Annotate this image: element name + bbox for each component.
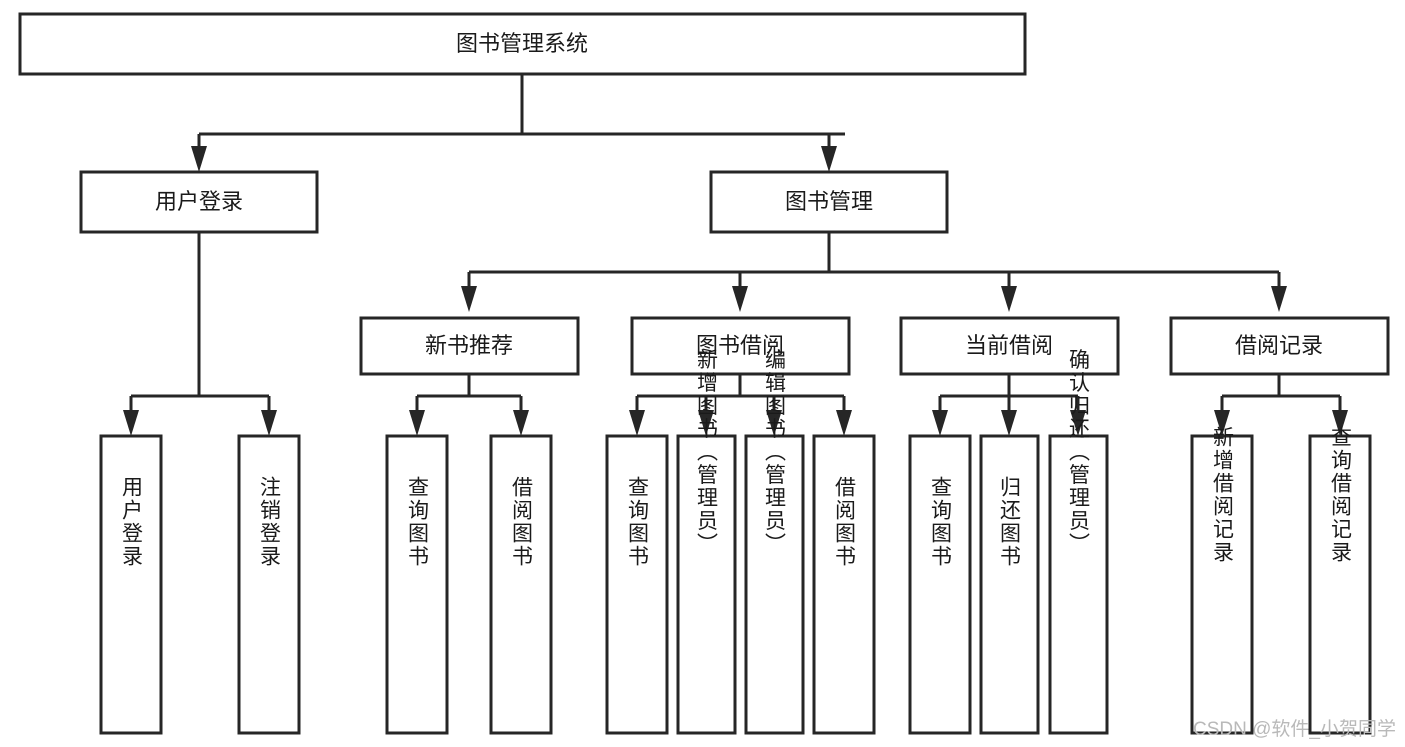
leaf-node-borrow-book-1-label: 借阅图书 [510, 476, 534, 568]
leaf-node-user-login[interactable]: 用户登录 [99, 434, 163, 735]
leaf-node-edit-book-box[interactable] [744, 434, 805, 735]
node-new-book-recommend-label: 新书推荐 [425, 333, 513, 358]
leaf-node-user-login-label: 用户登录 [120, 476, 144, 568]
arrow-head-leaf-confirm-return [1070, 410, 1086, 436]
connector-group-borrow-record [1214, 374, 1348, 436]
leaf-node-query-book-3[interactable]: 查询图书 [908, 434, 972, 735]
leaf-node-return-book[interactable]: 归还图书 [979, 434, 1040, 735]
leaf-node-query-book-2-label: 查询图书 [626, 476, 650, 568]
connector-group-book-borrow [629, 374, 852, 436]
leaf-node-user-login-box[interactable] [99, 434, 163, 735]
leaf-node-query-book-2-box[interactable] [605, 434, 669, 735]
leaf-node-add-book-label: 新增图书（管理员） [695, 349, 719, 556]
leaf-node-query-book-1-label: 查询图书 [406, 476, 430, 568]
arrow-head-book-management [821, 146, 837, 172]
arrow-head-leaf-logout-login [261, 410, 277, 436]
leaf-node-return-book-label: 归还图书 [998, 476, 1022, 568]
leaf-node-query-book-1[interactable]: 查询图书 [385, 434, 449, 735]
node-current-borrow-box[interactable] [899, 316, 1120, 376]
arrow-head-book-borrow [732, 286, 748, 312]
node-book-management-label: 图书管理 [785, 189, 873, 214]
node-book-management-box[interactable] [709, 170, 949, 234]
node-current-borrow[interactable]: 当前借阅 [899, 316, 1120, 376]
leaf-node-query-book-3-box[interactable] [908, 434, 972, 735]
leaf-node-add-book[interactable]: 新增图书（管理员） [676, 349, 737, 735]
leaf-node-query-record-label: 查询借阅记录 [1329, 426, 1353, 564]
node-user-login-label: 用户登录 [155, 189, 243, 214]
node-new-book-recommend[interactable]: 新书推荐 [359, 316, 580, 376]
arrow-head-leaf-query-book-2 [629, 410, 645, 436]
arrow-head-leaf-borrow-book-2 [836, 410, 852, 436]
arrow-head-leaf-query-book-1 [409, 410, 425, 436]
leaf-node-return-book-box[interactable] [979, 434, 1040, 735]
leaf-node-add-record-label: 新增借阅记录 [1211, 426, 1235, 564]
leaf-node-borrow-book-1[interactable]: 借阅图书 [489, 434, 553, 735]
arrow-head-leaf-query-record [1332, 410, 1348, 436]
node-book-borrow-box[interactable] [630, 316, 851, 376]
arrow-head-current-borrow [1001, 286, 1017, 312]
connector-group-current-borrow [932, 374, 1086, 436]
leaf-node-add-record-box[interactable] [1190, 434, 1254, 735]
node-borrow-record[interactable]: 借阅记录 [1169, 316, 1390, 376]
leaf-node-confirm-return-label: 确认归还（管理员） [1067, 349, 1091, 556]
leaf-node-borrow-book-1-box[interactable] [489, 434, 553, 735]
leaf-node-edit-book-label: 编辑图书（管理员） [763, 349, 787, 556]
csdn-watermark: CSDN @软件_小贺同学 [1193, 718, 1396, 740]
leaf-node-query-book-1-box[interactable] [385, 434, 449, 735]
connector-group-root [191, 74, 845, 172]
node-root[interactable]: 图书管理系统 [18, 12, 1027, 76]
leaf-node-logout-login[interactable]: 注销登录 [237, 434, 301, 735]
leaf-node-query-book-2[interactable]: 查询图书 [605, 434, 669, 735]
leaf-node-borrow-book-2-box[interactable] [812, 434, 876, 735]
leaf-node-borrow-book-2[interactable]: 借阅图书 [812, 434, 876, 735]
arrow-head-user-login [191, 146, 207, 172]
arrow-head-new-book-recommend [461, 286, 477, 312]
node-book-management[interactable]: 图书管理 [709, 170, 949, 234]
arrow-head-leaf-add-book [698, 410, 714, 436]
leaf-node-add-record[interactable]: 新增借阅记录 [1190, 426, 1254, 735]
node-book-borrow[interactable]: 图书借阅 [630, 316, 851, 376]
leaf-node-confirm-return-box[interactable] [1048, 434, 1109, 735]
node-borrow-record-label: 借阅记录 [1235, 333, 1323, 358]
leaf-node-add-book-box[interactable] [676, 434, 737, 735]
leaf-node-logout-login-label: 注销登录 [258, 476, 282, 568]
arrow-head-borrow-record [1271, 286, 1287, 312]
node-new-book-recommend-box[interactable] [359, 316, 580, 376]
connector-group-book-management [461, 232, 1287, 312]
node-user-login[interactable]: 用户登录 [79, 170, 319, 234]
arrow-head-leaf-edit-book [766, 410, 782, 436]
node-current-borrow-label: 当前借阅 [965, 333, 1053, 358]
leaf-node-borrow-book-2-label: 借阅图书 [833, 476, 857, 568]
leaf-node-query-record-box[interactable] [1308, 434, 1372, 735]
arrow-head-leaf-return-book [1001, 410, 1017, 436]
connector-group-user-login [123, 232, 277, 436]
leaf-node-confirm-return[interactable]: 确认归还（管理员） [1048, 349, 1109, 735]
connector-group-new-book-recommend [409, 374, 529, 436]
arrow-head-leaf-borrow-book-1 [513, 410, 529, 436]
node-root-box[interactable] [18, 12, 1027, 76]
node-root-label: 图书管理系统 [456, 31, 588, 56]
node-user-login-box[interactable] [79, 170, 319, 234]
leaf-node-query-book-3-label: 查询图书 [929, 476, 953, 568]
arrow-head-leaf-query-book-3 [932, 410, 948, 436]
leaf-node-edit-book[interactable]: 编辑图书（管理员） [744, 349, 805, 735]
arrow-head-leaf-user-login [123, 410, 139, 436]
leaf-node-logout-login-box[interactable] [237, 434, 301, 735]
leaf-node-query-record[interactable]: 查询借阅记录 [1308, 426, 1372, 735]
arrow-head-leaf-add-record [1214, 410, 1230, 436]
node-book-borrow-label: 图书借阅 [696, 333, 784, 358]
node-borrow-record-box[interactable] [1169, 316, 1390, 376]
